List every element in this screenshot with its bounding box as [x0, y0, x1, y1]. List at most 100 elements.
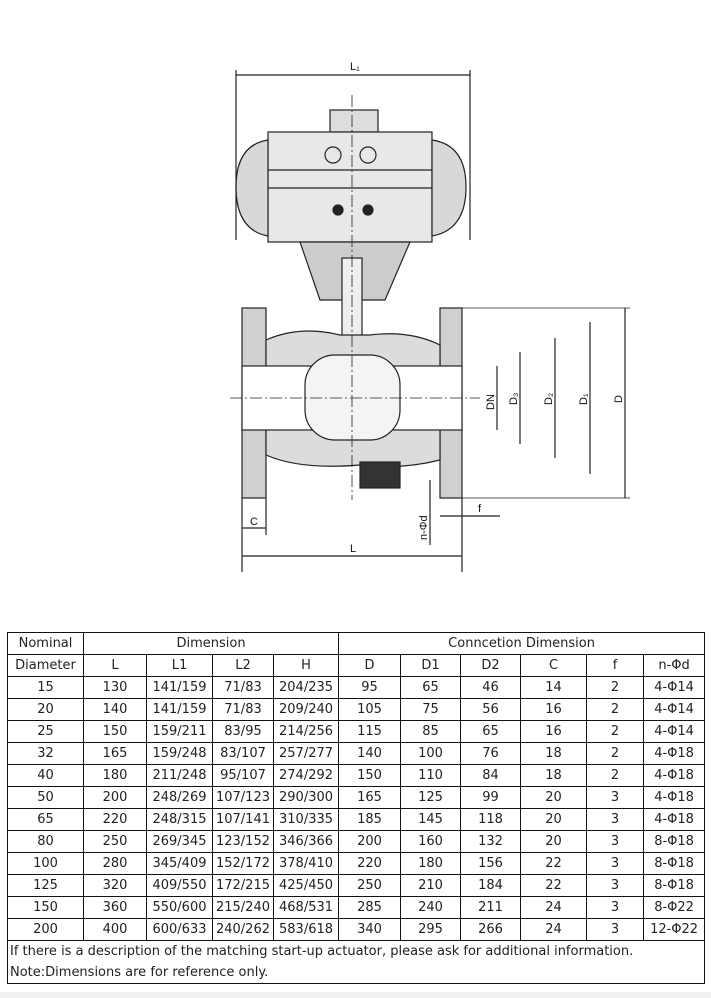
table-cell: 220	[83, 808, 147, 831]
table-cell: 40	[7, 764, 84, 787]
table-cell: 115	[338, 720, 402, 743]
table-cell: 83/107	[212, 742, 274, 765]
table-cell: 3	[586, 896, 645, 919]
table-cell: 22	[520, 874, 588, 897]
table-cell: 409/550	[146, 874, 213, 897]
table-cell: 4-Φ18	[643, 764, 706, 787]
table-cell: 84	[460, 764, 522, 787]
column-header: n-Φd	[643, 654, 706, 677]
header-connection: Conncetion Dimension	[338, 632, 706, 655]
table-cell: 209/240	[272, 698, 340, 721]
label-c: C	[250, 516, 258, 528]
column-header: H	[272, 654, 340, 677]
table-cell: 2	[586, 764, 645, 787]
table-cell: 71/83	[212, 698, 274, 721]
table-cell: 130	[83, 676, 147, 699]
table-cell: 141/159	[146, 698, 213, 721]
column-header: D1	[400, 654, 462, 677]
table-cell: 8-Φ18	[643, 830, 706, 853]
table-cell: 32	[7, 742, 84, 765]
column-header: D	[338, 654, 402, 677]
note-row: If there is a description of the matchin…	[6, 940, 706, 984]
table-cell: 240/262	[212, 918, 274, 941]
table-cell: 269/345	[146, 830, 213, 853]
table-cell: 240	[400, 896, 462, 919]
table-cell: 107/123	[212, 786, 274, 809]
note-cell: If there is a description of the matchin…	[6, 940, 706, 984]
table-cell: 2	[586, 742, 645, 765]
table-cell: 118	[460, 808, 522, 831]
table-cell: 204/235	[272, 676, 340, 699]
table-cell: 50	[7, 786, 84, 809]
table-cell: 8-Φ22	[643, 896, 706, 919]
table-cell: 83/95	[212, 720, 274, 743]
table-cell: 185	[338, 808, 402, 831]
label-d1: D₁	[578, 393, 590, 405]
table-cell: 200	[338, 830, 402, 853]
table-cell: 107/141	[212, 808, 274, 831]
table-cell: 340	[338, 918, 402, 941]
table-cell: 285	[338, 896, 402, 919]
table-cell: 248/315	[146, 808, 213, 831]
table-header-row-1: Nominal Dimension Conncetion Dimension	[7, 632, 706, 655]
table-cell: 3	[586, 786, 645, 809]
table-cell: 20	[520, 830, 588, 853]
table-cell: 4-Φ14	[643, 676, 706, 699]
table-cell: 280	[83, 852, 147, 875]
table-cell: 100	[7, 852, 84, 875]
header-dimension: Dimension	[82, 632, 340, 655]
table-cell: 140	[83, 698, 147, 721]
table-cell: 4-Φ18	[643, 786, 706, 809]
table-cell: 8-Φ18	[643, 852, 706, 875]
table-cell: 4-Φ14	[643, 720, 706, 743]
table-cell: 3	[586, 830, 645, 853]
table-cell: 214/256	[272, 720, 340, 743]
table-cell: 95	[338, 676, 402, 699]
table-cell: 99	[460, 786, 522, 809]
column-header: L1	[146, 654, 213, 677]
table-cell: 4-Φ18	[643, 808, 706, 831]
table-cell: 110	[400, 764, 462, 787]
table-cell: 550/600	[146, 896, 213, 919]
table-cell: 56	[460, 698, 522, 721]
table-cell: 400	[83, 918, 147, 941]
table-cell: 20	[520, 808, 588, 831]
table-cell: 266	[460, 918, 522, 941]
table-cell: 65	[400, 676, 462, 699]
table-cell: 4-Φ14	[643, 698, 706, 721]
table-cell: 24	[520, 918, 588, 941]
table-cell: 2	[586, 720, 645, 743]
table-cell: 145	[400, 808, 462, 831]
table-cell: 16	[520, 698, 588, 721]
label-l: L	[350, 543, 356, 555]
table-cell: 16	[520, 720, 588, 743]
table-cell: 346/366	[272, 830, 340, 853]
table-cell: 141/159	[146, 676, 213, 699]
label-f: f	[478, 503, 482, 515]
table-cell: 211/248	[146, 764, 213, 787]
table-cell: 172/215	[212, 874, 274, 897]
table-cell: 215/240	[212, 896, 274, 919]
table-cell: 152/172	[212, 852, 274, 875]
table-cell: 150	[83, 720, 147, 743]
table-cell: 100	[400, 742, 462, 765]
table-cell: 295	[400, 918, 462, 941]
label-nd: n-Φd	[418, 515, 430, 540]
table-cell: 159/248	[146, 742, 213, 765]
table-cell: 159/211	[146, 720, 213, 743]
table-cell: 160	[400, 830, 462, 853]
column-header: C	[520, 654, 588, 677]
table-cell: 210	[400, 874, 462, 897]
label-d3: D₃	[508, 393, 520, 405]
